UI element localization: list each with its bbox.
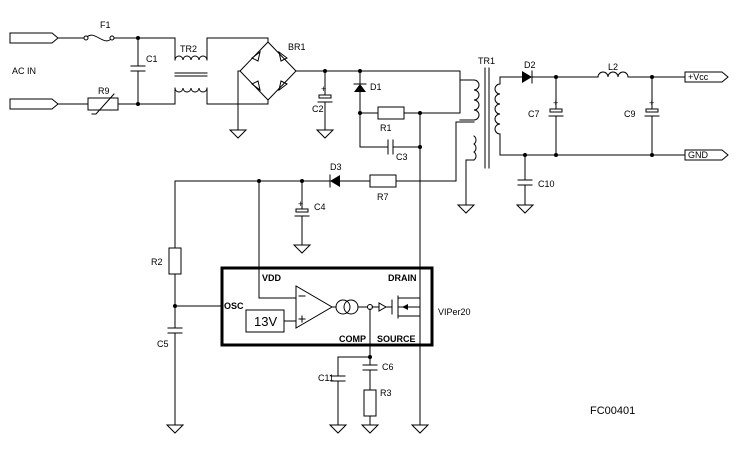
c2-label: C2 — [312, 104, 324, 114]
ground-symbol-aux — [456, 204, 476, 214]
capacitor-c9 — [644, 76, 660, 156]
output-terminal-gnd — [684, 149, 729, 161]
capacitor-c1 — [130, 36, 146, 106]
reference-13v-label: 13V — [254, 314, 277, 329]
capacitor-c2 — [315, 69, 335, 139]
br1-label: BR1 — [288, 42, 306, 52]
ground-symbol-source — [410, 424, 430, 434]
vcc-label: +Vcc — [688, 72, 709, 82]
power-mosfet — [391, 295, 421, 319]
pin-comp-label: COMP — [339, 334, 366, 344]
c7-label: C7 — [528, 109, 540, 119]
ac-in-label: AC IN — [12, 66, 36, 76]
c2-polarity: + — [321, 84, 326, 94]
r7-label: R7 — [377, 192, 389, 202]
gnd-label: GND — [688, 150, 709, 160]
c10-label: C10 — [538, 179, 555, 189]
r9-label: R9 — [98, 86, 110, 96]
c4-label: C4 — [314, 202, 326, 212]
bridge-rectifier-br1 — [237, 37, 361, 129]
ground-symbol-br1 — [228, 127, 248, 139]
pin-drain-label: DRAIN — [388, 273, 417, 283]
timing-network — [165, 180, 223, 434]
capacitor-c7 — [548, 76, 564, 156]
c3-label: C3 — [396, 152, 408, 162]
r3-label: R3 — [380, 388, 392, 398]
l2-label: L2 — [608, 62, 618, 72]
c5-label: C5 — [157, 339, 169, 349]
output-terminal-vcc — [684, 71, 729, 83]
transformer-tr1 — [455, 67, 501, 206]
tr1-label: TR1 — [478, 56, 495, 66]
compensation-network — [328, 355, 380, 434]
figure-id-label: FC00401 — [590, 405, 635, 417]
error-amplifier — [295, 285, 337, 329]
c9-label: C9 — [624, 109, 636, 119]
capacitor-c10 — [515, 154, 535, 214]
c9-polarity: + — [649, 98, 654, 108]
ac-input-terminal-bottom — [9, 98, 89, 110]
r2-label: R2 — [151, 257, 163, 267]
fuse-f1 — [83, 34, 176, 42]
d2-label: D2 — [524, 60, 536, 70]
pin-vdd-label: VDD — [262, 273, 282, 283]
clamp-network — [353, 69, 421, 155]
transconductance-stage — [335, 299, 393, 361]
output-rectifier — [499, 70, 686, 84]
ac-input-terminal-top — [9, 32, 87, 44]
f1-label: F1 — [100, 20, 111, 30]
c11-label: C11 — [318, 373, 334, 383]
pin-osc-label: OSC — [224, 301, 244, 311]
c4-polarity: + — [298, 199, 303, 209]
d3-label: D3 — [330, 162, 342, 172]
ic-name-label: VIPer20 — [438, 307, 471, 317]
c7-polarity: + — [553, 98, 558, 108]
d1-label: D1 — [370, 82, 382, 92]
pin-source-label: SOURCE — [377, 334, 416, 344]
aux-supply — [174, 174, 457, 254]
tr2-label: TR2 — [180, 44, 197, 54]
viper20-ic-body — [220, 266, 434, 347]
thermistor-r9 — [87, 93, 176, 115]
c1-label: C1 — [146, 54, 158, 64]
r1-label: R1 — [380, 123, 392, 133]
choke-tr2 — [174, 37, 269, 105]
c6-label: C6 — [382, 362, 394, 372]
